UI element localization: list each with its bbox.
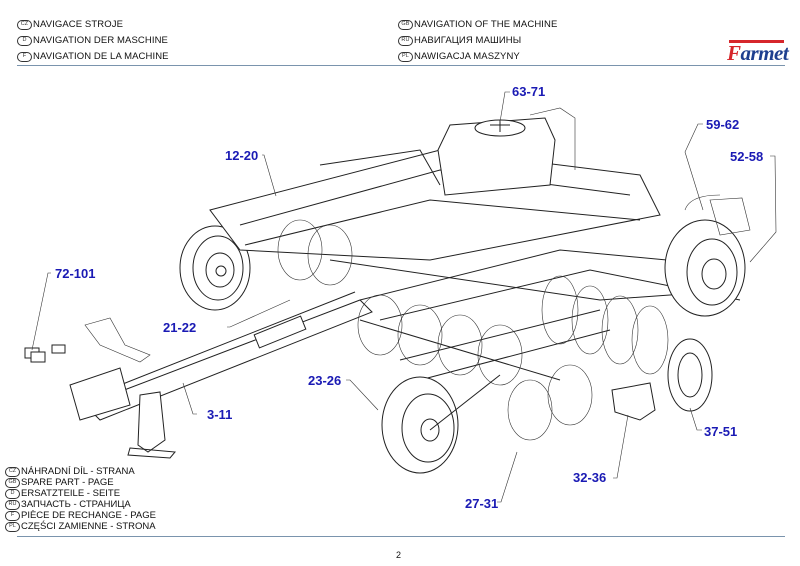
footer-text-f: PIÈCE DE RECHANGE - PAGE — [21, 510, 156, 521]
lang-badge-pl: PL — [5, 521, 20, 532]
callout-32-36[interactable]: 32-36 — [573, 470, 607, 485]
footer-text-pl: CZĘŚCI ZAMIENNE - STRONA — [21, 521, 156, 532]
transport-wheel-right — [664, 194, 751, 317]
callout-63-71[interactable]: 63-71 — [512, 84, 546, 99]
front-wheel-left — [179, 225, 251, 311]
footer-line-gb: GB SPARE PART - PAGE — [5, 477, 114, 488]
header-text-pl: NAWIGACJA MASZYNY — [414, 51, 520, 62]
lang-badge-gb: GB — [5, 477, 20, 488]
disc-section — [277, 219, 593, 441]
callout-3-11[interactable]: 3-11 — [207, 407, 233, 422]
header-line-gb: GB NAVIGATION OF THE MACHINE — [398, 19, 557, 30]
header-text-ru: НАВИГАЦИЯ МАШИНЫ — [414, 35, 522, 46]
header-line-pl: PL NAWIGACJA MASZYNY — [398, 51, 520, 62]
header-text-gb: NAVIGATION OF THE MACHINE — [414, 19, 558, 30]
header-text-f: NAVIGATION DE LA MACHINE — [33, 51, 169, 62]
lang-badge-pl: PL — [398, 51, 413, 62]
depth-wheel — [381, 374, 501, 474]
lang-badge-cz: CZ — [17, 19, 32, 30]
lang-badge-cz: CZ — [5, 466, 20, 477]
header-line-d: D NAVIGATION DER MASCHINE — [17, 35, 168, 46]
packer-roller — [541, 275, 713, 412]
callout-23-26[interactable]: 23-26 — [308, 373, 342, 388]
callout-27-31[interactable]: 27-31 — [465, 496, 499, 511]
footer-text-cz: NÁHRADNÍ DÍL - STRANA — [21, 466, 135, 477]
lang-badge-ru: RU — [398, 35, 413, 46]
lang-badge-d: D — [5, 488, 20, 499]
drawbar — [69, 291, 373, 459]
logo-initial: F — [727, 41, 741, 65]
footer-line-pl: PL CZĘŚCI ZAMIENNE - STRONA — [5, 521, 156, 532]
seed-hopper — [437, 107, 576, 196]
page-number: 2 — [396, 550, 402, 560]
lang-badge-ru: RU — [5, 499, 20, 510]
footer-line-d: D ERSATZTEILE - SEITE — [5, 488, 120, 499]
footer-line-f: F PIÈCE DE RECHANGE - PAGE — [5, 510, 156, 521]
footer-divider — [17, 536, 785, 537]
header-line-ru: RU НАВИГАЦИЯ МАШИНЫ — [398, 35, 521, 46]
footer-text-d: ERSATZTEILE - SEITE — [21, 488, 121, 499]
callout-52-58[interactable]: 52-58 — [730, 149, 764, 164]
leader-lines — [31, 91, 777, 503]
hydraulic-coupler-set — [24, 344, 66, 363]
header-line-cz: CZ NAVIGACE STROJE — [17, 19, 123, 30]
callout-12-20[interactable]: 12-20 — [225, 148, 259, 163]
header-divider — [17, 65, 785, 66]
header-text-cz: NAVIGACE STROJE — [33, 19, 124, 30]
header-text-d: NAVIGATION DER MASCHINE — [33, 35, 168, 46]
callout-37-51[interactable]: 37-51 — [704, 424, 738, 439]
logo-text: Farmet — [727, 41, 789, 66]
footer-line-cz: CZ NÁHRADNÍ DÍL - STRANA — [5, 466, 135, 477]
callout-72-101[interactable]: 72-101 — [55, 266, 96, 281]
callout-21-22[interactable]: 21-22 — [163, 320, 197, 335]
logo-rest: armet — [740, 41, 789, 65]
footer-line-ru: RU ЗАПЧАСТЬ - СТРАНИЦА — [5, 499, 131, 510]
deflector-plate — [611, 382, 656, 421]
farmet-logo: Farmet — [727, 38, 789, 66]
lang-badge-gb: GB — [398, 19, 413, 30]
lang-badge-d: D — [17, 35, 32, 46]
lang-badge-f: F — [17, 51, 32, 62]
header-line-f: F NAVIGATION DE LA MACHINE — [17, 51, 169, 62]
lang-badge-f: F — [5, 510, 20, 521]
footer-text-ru: ЗАПЧАСТЬ - СТРАНИЦА — [21, 499, 131, 510]
callout-59-62[interactable]: 59-62 — [706, 117, 740, 132]
logo-red-bar — [729, 40, 784, 43]
footer-text-gb: SPARE PART - PAGE — [21, 477, 114, 488]
